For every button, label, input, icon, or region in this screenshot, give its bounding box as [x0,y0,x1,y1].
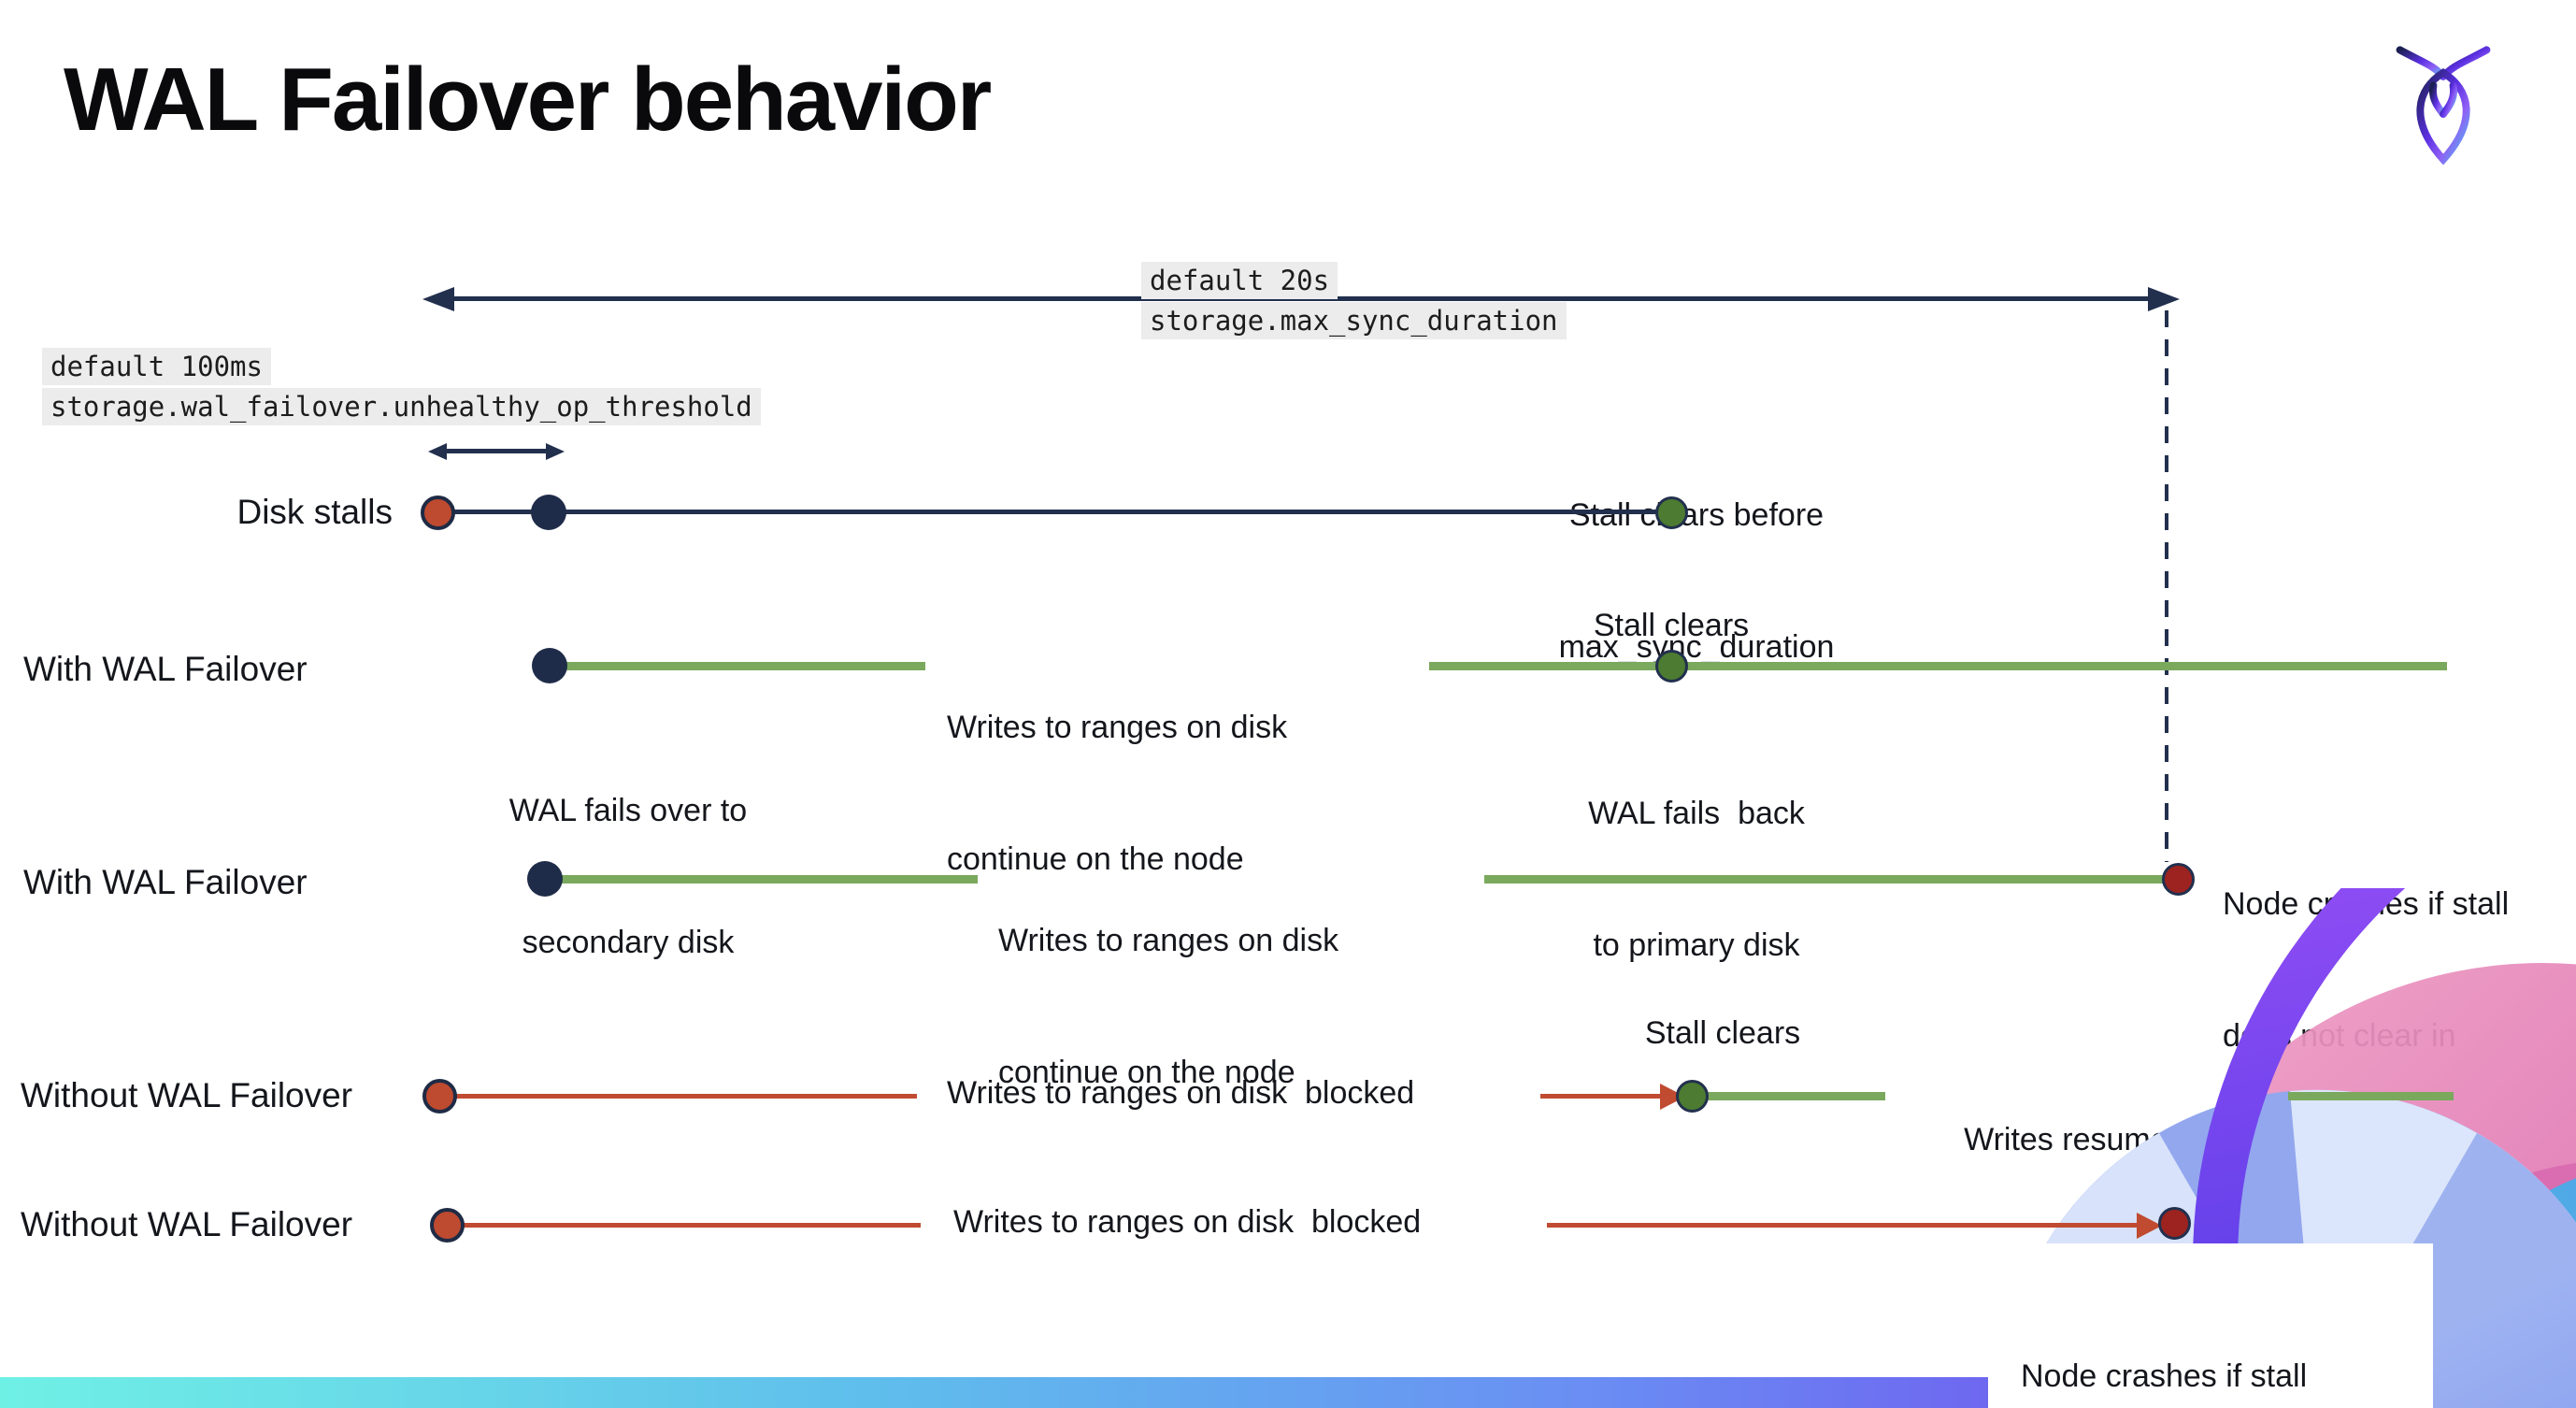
stall-clears-note: Stall clears [1593,608,1750,643]
node-crashes-note: Node crashes if stall does not clear in … [2021,1358,2308,1394]
healthy-writes-line [1429,662,2447,670]
resumed-writes-line [1692,1092,1885,1100]
stall-clear-dot [1655,650,1688,682]
threshold-dot [531,495,566,530]
config-default-value: default 100ms [42,348,271,385]
failover-dot [532,648,567,683]
blocked-writes-line [439,1094,917,1099]
unhealthy-op-threshold-arrow-line [441,449,550,453]
row-label-without-wal-failover: Without WAL Failover [21,1076,353,1114]
writes-continue-note: Writes to ranges on disk continue on the… [998,923,1339,1090]
config-default-value: default 20s [1141,262,1338,299]
node-crash-dot [2162,863,2195,896]
healthy-writes-line [545,875,978,884]
failover-dot [527,861,563,897]
node-crashes-callout-box [1988,1243,2433,1408]
config-setting-name: storage.max_sync_duration [1141,302,1567,339]
arrowhead-right-icon [546,443,565,460]
page-title: WAL Failover behavior [64,50,992,150]
stall-start-dot [421,496,455,530]
arrowhead-left-icon [428,443,447,460]
wal-fails-back-note: WAL fails back to primary disk [1588,796,1805,963]
stall-start-dot [430,1208,465,1243]
stall-clears-before-note: Stall clears before max_sync_duration [1558,497,1835,665]
writes-blocked-note: Writes to ranges on disk blocked [947,1075,1415,1111]
healthy-writes-line [550,662,925,670]
stall-start-dot [422,1079,457,1113]
cockroachdb-logo-icon [2396,46,2491,165]
resumed-writes-line [2288,1092,2454,1100]
config-setting-name: storage.wal_failover.unhealthy_op_thresh… [42,388,761,425]
stall-clear-dot [1676,1080,1709,1113]
arrowhead-left-icon [422,287,454,311]
row-label-with-wal-failover: With WAL Failover [23,650,308,688]
max-sync-deadline-dashed-line [2165,310,2168,862]
node-crash-dot [2158,1207,2191,1240]
row-label-disk-stalls: Disk stalls [236,493,393,531]
writes-blocked-note: Writes to ranges on disk blocked [953,1204,1422,1240]
blocked-writes-line [447,1223,921,1228]
max-sync-duration-config-label: default 20s storage.max_sync_duration [1141,262,1567,342]
writes-continue-note: Writes to ranges on disk continue on the… [947,710,1288,877]
stall-clear-dot [1655,496,1688,529]
blocked-writes-line [1540,1094,1666,1099]
wal-fails-over-note: WAL fails over to secondary disk [508,793,748,960]
stall-clears-note: Stall clears [1644,1015,1801,1051]
red-arrowhead-icon [2137,1213,2162,1239]
row-label-without-wal-failover: Without WAL Failover [21,1205,353,1243]
unhealthy-op-threshold-config-label: default 100ms storage.wal_failover.unhea… [42,348,761,428]
row-label-with-wal-failover: With WAL Failover [23,863,308,901]
arrowhead-right-icon [2148,287,2180,311]
blocked-writes-line [1547,1223,2140,1228]
healthy-writes-line [1484,875,2178,884]
timeline-line-navy [437,510,1671,514]
